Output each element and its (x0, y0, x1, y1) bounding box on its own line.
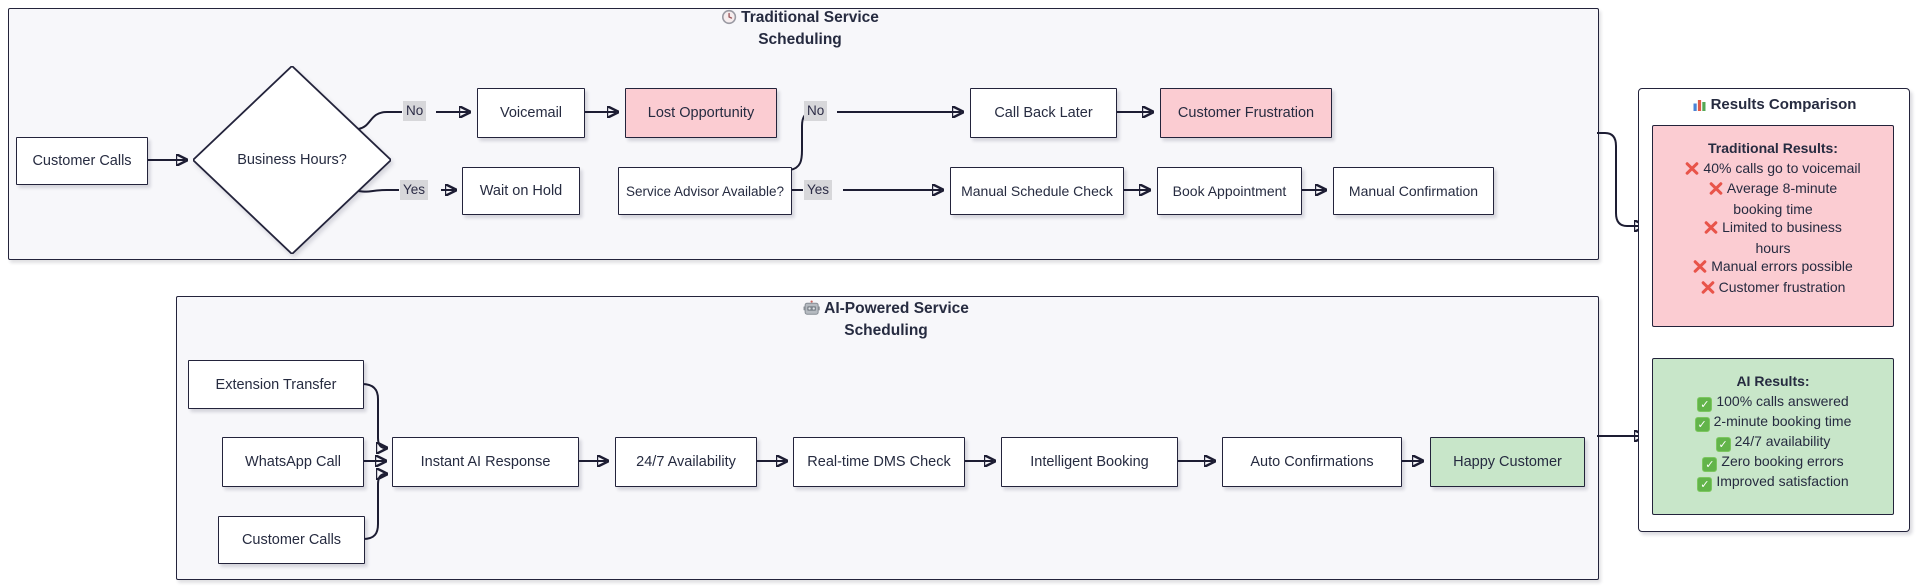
node-availability: 24/7 Availability (615, 437, 757, 487)
node-auto-confirmations: Auto Confirmations (1222, 437, 1402, 487)
node-manual-schedule-check: Manual Schedule Check (950, 167, 1124, 215)
check-icon: ✓ (1715, 436, 1731, 452)
node-label: Customer Calls (32, 153, 132, 169)
robot-icon (803, 300, 820, 321)
node-label: Happy Customer (1453, 454, 1562, 470)
edge-label-text: Yes (807, 182, 830, 197)
ai-result-item: ✓100% calls answered (1653, 392, 1893, 412)
node-label: Manual Confirmation (1348, 183, 1479, 199)
traditional-result-text: Manual errors possible (1711, 258, 1853, 274)
node-label: Extension Transfer (215, 376, 337, 393)
ai-results-heading: AI Results: (1736, 373, 1810, 389)
node-realtime-dms-check: Real-time DMS Check (793, 437, 965, 487)
ai-result-text: 24/7 availability (1734, 432, 1831, 449)
ai-title-line1: AI-Powered Service (824, 300, 969, 317)
node-label: Manual Schedule Check (961, 183, 1113, 199)
node-label: Lost Opportunity (647, 105, 755, 121)
traditional-title-line1: Traditional Service (741, 9, 879, 26)
edge-label-advisor-yes: Yes (804, 180, 833, 200)
node-manual-confirmation: Manual Confirmation (1333, 167, 1494, 215)
ai-result-item: ✓Zero booking errors (1653, 452, 1893, 472)
clock-icon (721, 9, 737, 30)
node-label: 24/7 Availability (636, 454, 736, 470)
check-icon: ✓ (1697, 476, 1713, 492)
traditional-result-item: Limited to business hours (1653, 218, 1893, 257)
node-label: Business Hours? (237, 152, 347, 168)
node-label: Intelligent Booking (1030, 454, 1149, 470)
edge-label-business-hours-no: No (403, 101, 427, 121)
cross-icon (1685, 161, 1699, 180)
ai-result-item: ✓2-minute booking time (1653, 412, 1893, 432)
check-icon: ✓ (1697, 396, 1713, 412)
node-call-back-later: Call Back Later (970, 88, 1117, 138)
results-comparison-title: Results Comparison (1639, 89, 1909, 116)
node-label: Wait on Hold (479, 183, 563, 199)
node-label: Auto Confirmations (1250, 454, 1374, 470)
node-label: Voicemail (499, 105, 563, 121)
node-service-advisor-available: Service Advisor Available? (618, 167, 792, 215)
traditional-results-box: Traditional Results: 40% calls go to voi… (1652, 125, 1894, 327)
traditional-result-item: Average 8-minute booking time (1653, 179, 1893, 218)
cross-icon (1693, 259, 1707, 278)
node-instant-ai-response: Instant AI Response (392, 437, 579, 487)
edge-label-text: No (406, 103, 424, 118)
traditional-result-text: 40% calls go to voicemail (1703, 159, 1861, 176)
traditional-result-item: Manual errors possible (1653, 257, 1893, 278)
cross-icon (1709, 181, 1723, 200)
cross-icon (1704, 220, 1718, 239)
ai-result-text: Zero booking errors (1721, 452, 1844, 469)
node-book-appointment: Book Appointment (1157, 167, 1302, 215)
node-voicemail: Voicemail (477, 88, 585, 138)
node-wait-on-hold: Wait on Hold (462, 167, 580, 215)
edge-label-text: Yes (403, 182, 426, 197)
node-label: Real-time DMS Check (807, 454, 951, 470)
results-title-text: Results Comparison (1710, 96, 1857, 113)
node-label: Service Advisor Available? (625, 183, 785, 199)
node-customer-calls-ai: Customer Calls (218, 516, 365, 564)
node-label: Customer Calls (241, 532, 342, 548)
node-label: Instant AI Response (420, 454, 551, 470)
ai-result-text: 100% calls answered (1716, 392, 1849, 409)
node-customer-calls: Customer Calls (16, 137, 148, 185)
check-icon: ✓ (1694, 416, 1710, 432)
traditional-result-text: Limited to business hours (1722, 219, 1842, 256)
node-label: WhatsApp Call (245, 454, 341, 470)
traditional-title-line2: Scheduling (758, 31, 842, 48)
ai-results-box: AI Results: ✓100% calls answered ✓2-minu… (1652, 358, 1894, 515)
traditional-result-text: Average 8-minute booking time (1726, 180, 1838, 217)
check-icon: ✓ (1702, 456, 1718, 472)
edge-label-text: No (807, 103, 825, 118)
traditional-result-item: Customer frustration (1653, 278, 1893, 299)
node-extension-transfer: Extension Transfer (188, 360, 364, 409)
node-intelligent-booking: Intelligent Booking (1001, 437, 1178, 487)
edge-label-advisor-no: No (804, 101, 828, 121)
node-whatsapp-call: WhatsApp Call (222, 437, 364, 487)
node-customer-frustration: Customer Frustration (1160, 88, 1332, 138)
ai-result-item: ✓24/7 availability (1653, 432, 1893, 452)
traditional-result-text: Customer frustration (1718, 278, 1846, 295)
node-label: Customer Frustration (1177, 105, 1315, 121)
node-lost-opportunity: Lost Opportunity (625, 88, 777, 138)
bar-chart-icon (1692, 97, 1707, 116)
edge-label-business-hours-yes: Yes (400, 180, 429, 200)
edge-traditional-results (1597, 132, 1643, 226)
cross-icon (1701, 280, 1715, 299)
node-label: Call Back Later (994, 105, 1093, 121)
node-happy-customer: Happy Customer (1430, 437, 1585, 487)
traditional-subgraph-title: Traditional Service Scheduling (721, 8, 879, 49)
traditional-result-item: 40% calls go to voicemail (1653, 159, 1893, 180)
ai-subgraph-title: AI-Powered Service Scheduling (803, 299, 969, 340)
ai-result-text: Improved satisfaction (1716, 472, 1849, 489)
ai-title-line2: Scheduling (844, 322, 928, 339)
ai-result-text: 2-minute booking time (1713, 412, 1852, 429)
node-label: Book Appointment (1172, 183, 1287, 199)
node-business-hours-decision: Business Hours? (193, 66, 391, 254)
ai-result-item: ✓Improved satisfaction (1653, 472, 1893, 492)
traditional-results-heading: Traditional Results: (1708, 140, 1838, 156)
